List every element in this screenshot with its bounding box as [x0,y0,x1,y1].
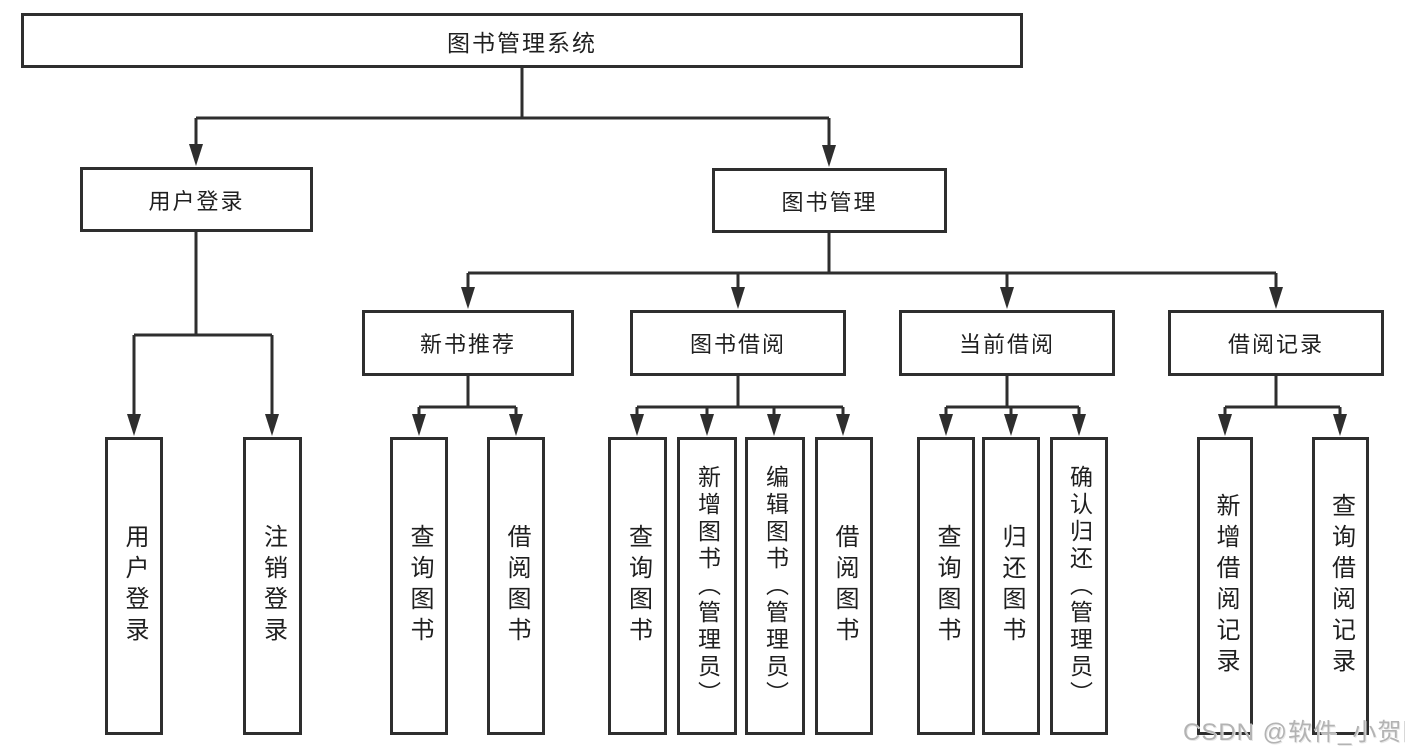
arrowheads [127,144,1347,436]
leaf-borrow-books-recommend: 借阅图书 [487,437,545,735]
leaf-logout-login: 注销登录 [243,437,302,735]
leaf-query-books-current: 查询图书 [917,437,975,735]
node-library-management-system: 图书管理系统 [21,13,1023,68]
watermark: CSDN @软件_小贺同学 [1183,719,1405,746]
leaf-query-borrow-record: 查询借阅记录 [1312,437,1369,735]
node-user-login: 用户登录 [80,167,313,232]
leaf-edit-books-admin: 编辑图书（管理员） [745,437,805,735]
leaf-return-books: 归还图书 [982,437,1040,735]
node-borrowing-records: 借阅记录 [1168,310,1384,376]
node-book-borrowing: 图书借阅 [630,310,846,376]
node-new-book-recommendation: 新书推荐 [362,310,574,376]
leaf-add-books-admin: 新增图书（管理员） [677,437,737,735]
node-current-borrowing: 当前借阅 [899,310,1115,376]
leaf-borrow-books-borrow: 借阅图书 [815,437,873,735]
leaf-confirm-return-admin: 确认归还（管理员） [1050,437,1108,735]
leaf-query-books-recommend: 查询图书 [390,437,448,735]
leaf-query-books-borrow: 查询图书 [608,437,667,735]
tree-edges [132,67,1342,416]
leaf-add-borrow-record: 新增借阅记录 [1197,437,1253,735]
node-book-management: 图书管理 [712,168,947,233]
leaf-user-login: 用户登录 [105,437,163,735]
